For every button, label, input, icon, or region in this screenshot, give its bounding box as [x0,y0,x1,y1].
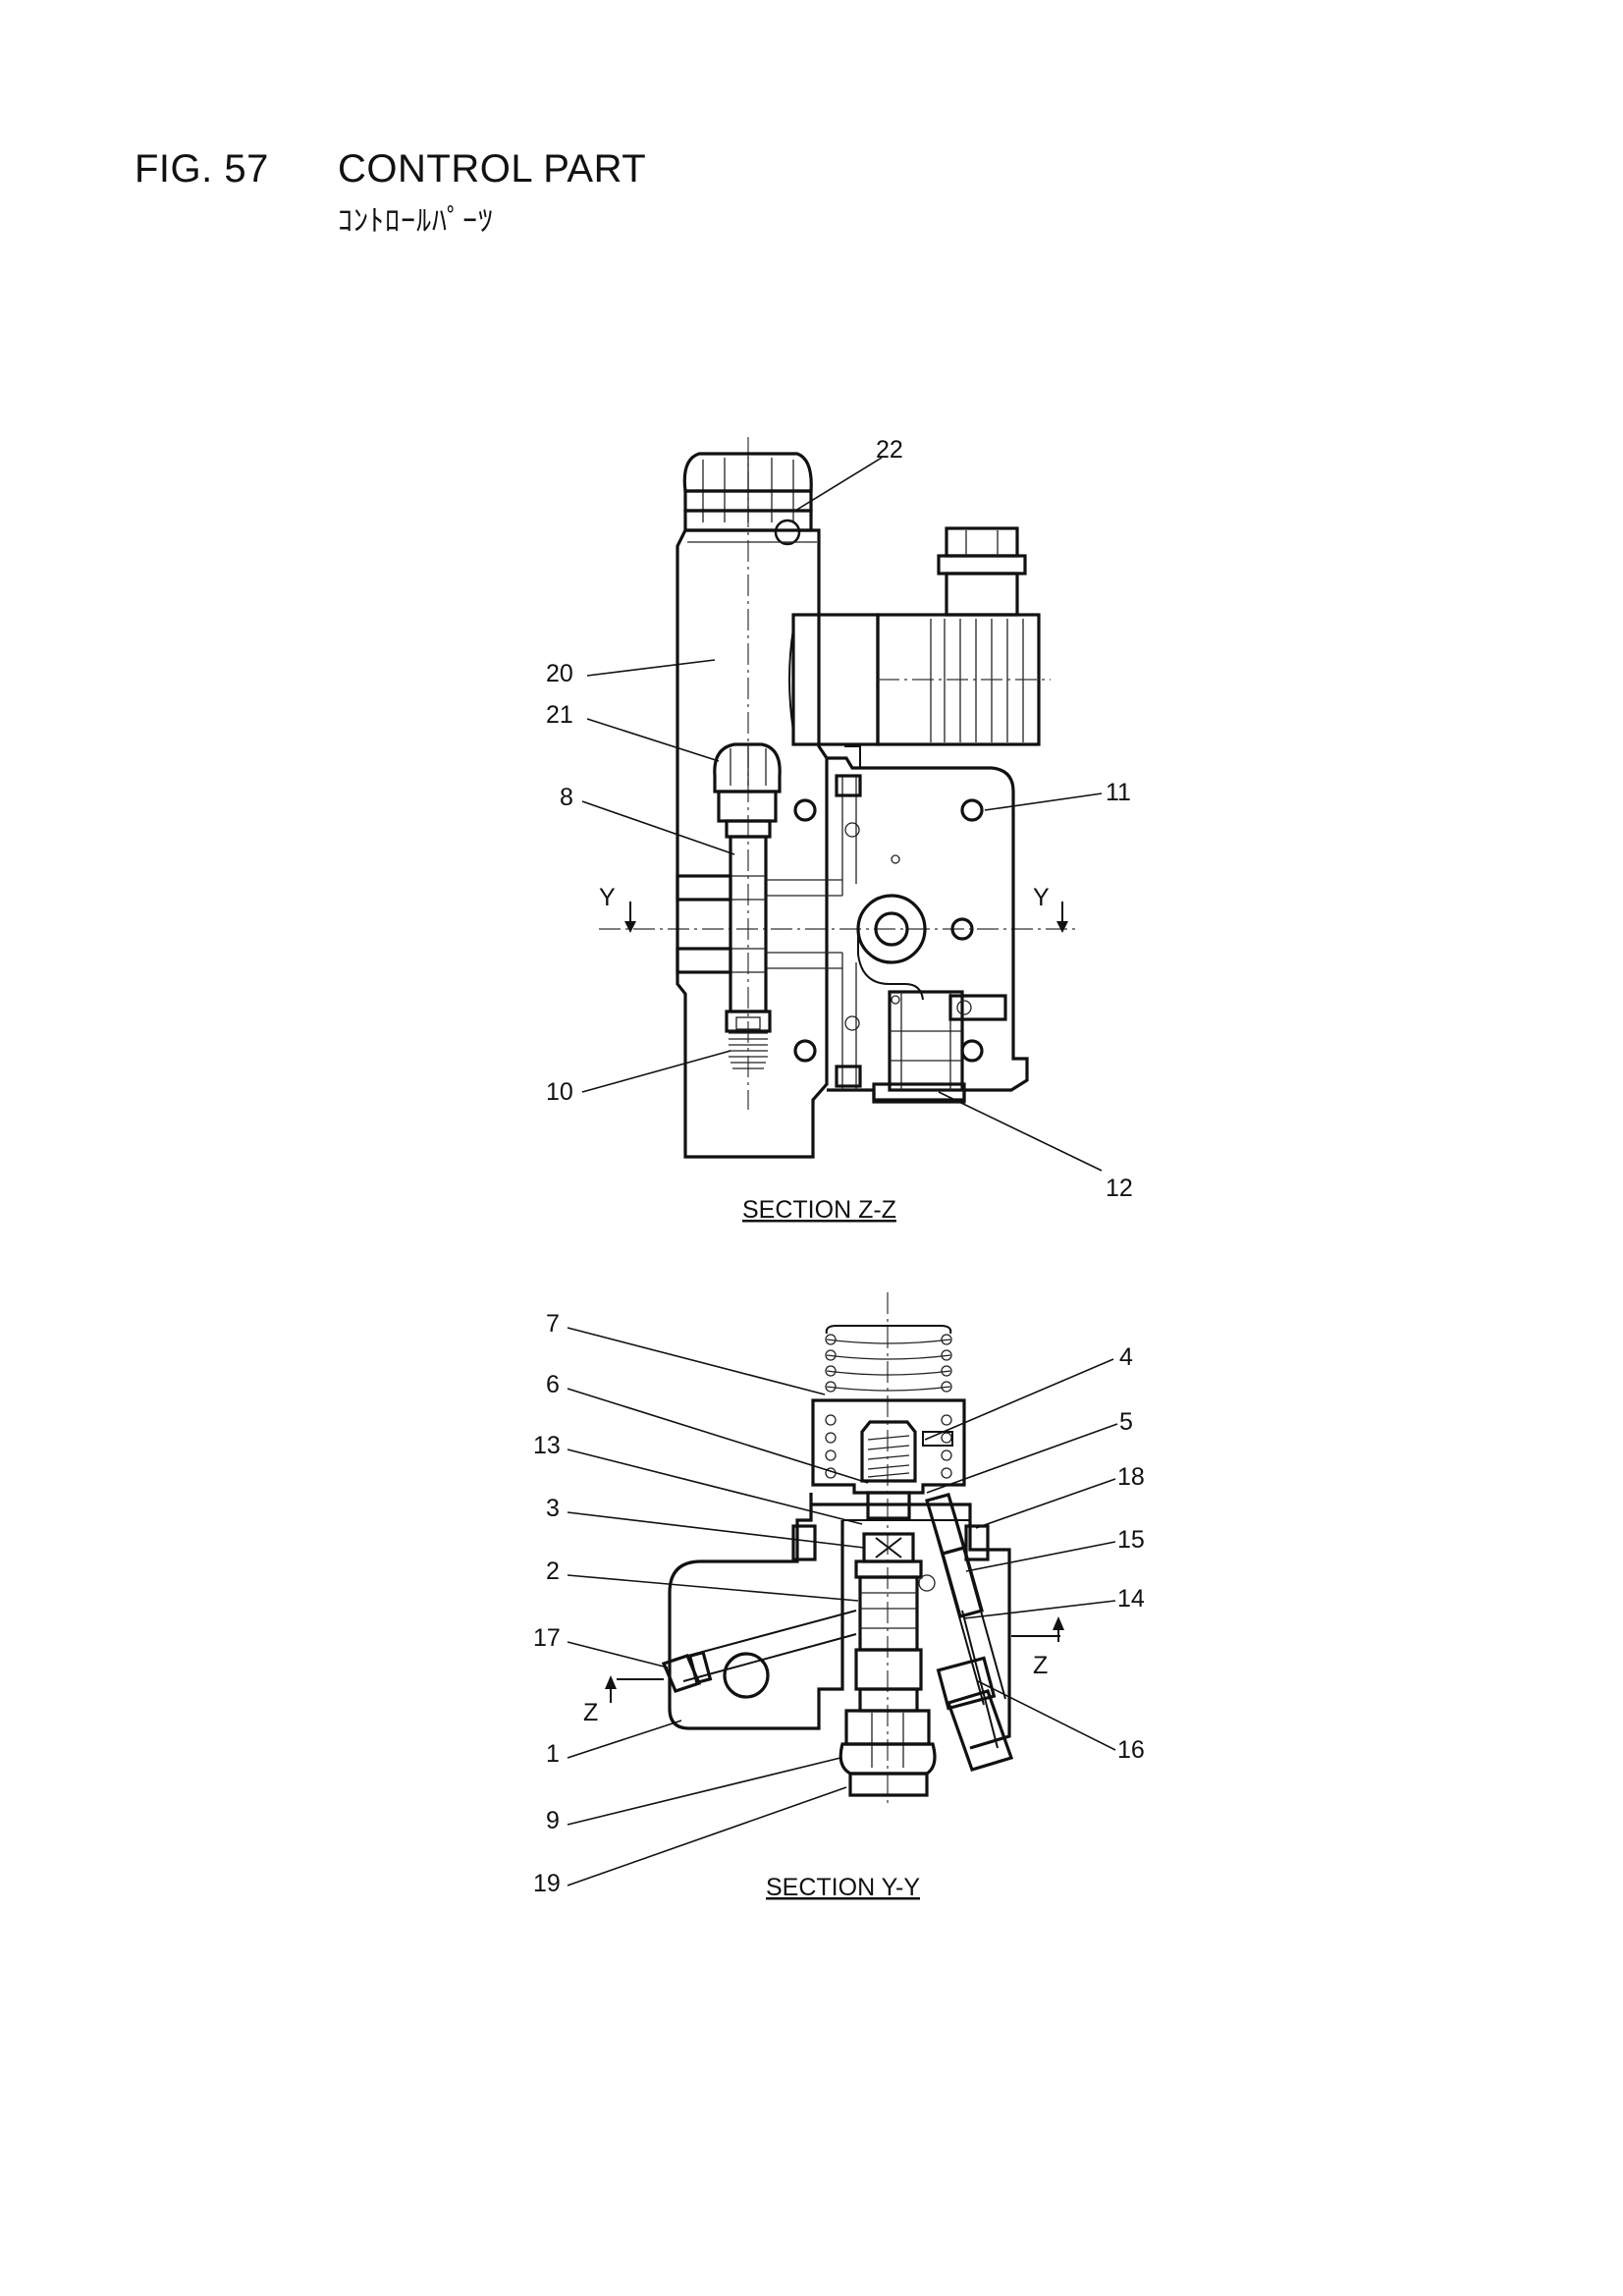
section-y-y-label: SECTION Y-Y [766,1874,920,1901]
section-z-z-view: Y Y 22 20 21 8 11 10 12 SECTION Z-Z [546,436,1133,1224]
callout-4: 4 [1119,1343,1133,1371]
callout-19: 19 [533,1870,561,1897]
callout-6: 6 [546,1371,560,1398]
callout-15: 15 [1117,1526,1145,1554]
callout-12: 12 [1106,1175,1133,1202]
callout-10: 10 [546,1078,573,1106]
callout-5: 5 [1119,1408,1133,1436]
figure-subtitle: ｺﾝﾄﾛｰﾙﾊﾟｰﾂ [338,204,494,239]
callout-11: 11 [1106,779,1131,806]
callout-17: 17 [533,1624,561,1652]
callout-1: 1 [546,1740,560,1768]
section-y-y-view: Z Z 7 6 13 3 2 17 1 9 19 4 5 18 15 14 16… [533,1292,1145,1901]
figure-number: FIG. 57 [135,147,269,191]
callout-16: 16 [1117,1736,1145,1764]
callout-8: 8 [560,784,573,811]
callout-18: 18 [1117,1463,1145,1491]
callout-3: 3 [546,1495,560,1522]
figure-title: CONTROL PART [338,147,647,191]
callout-22: 22 [876,436,903,464]
section-mark-z-right: Z [1033,1652,1048,1679]
callout-20: 20 [546,660,573,687]
section-z-z-label: SECTION Z-Z [742,1196,896,1224]
callout-13: 13 [533,1432,561,1459]
callout-2: 2 [546,1558,560,1585]
section-mark-y-right: Y [1033,884,1050,911]
callout-21: 21 [546,701,573,729]
section-mark-z-left: Z [583,1699,598,1726]
section-mark-y-left: Y [599,884,616,911]
callout-14: 14 [1117,1585,1145,1613]
callout-9: 9 [546,1807,560,1834]
callout-7: 7 [546,1310,560,1338]
